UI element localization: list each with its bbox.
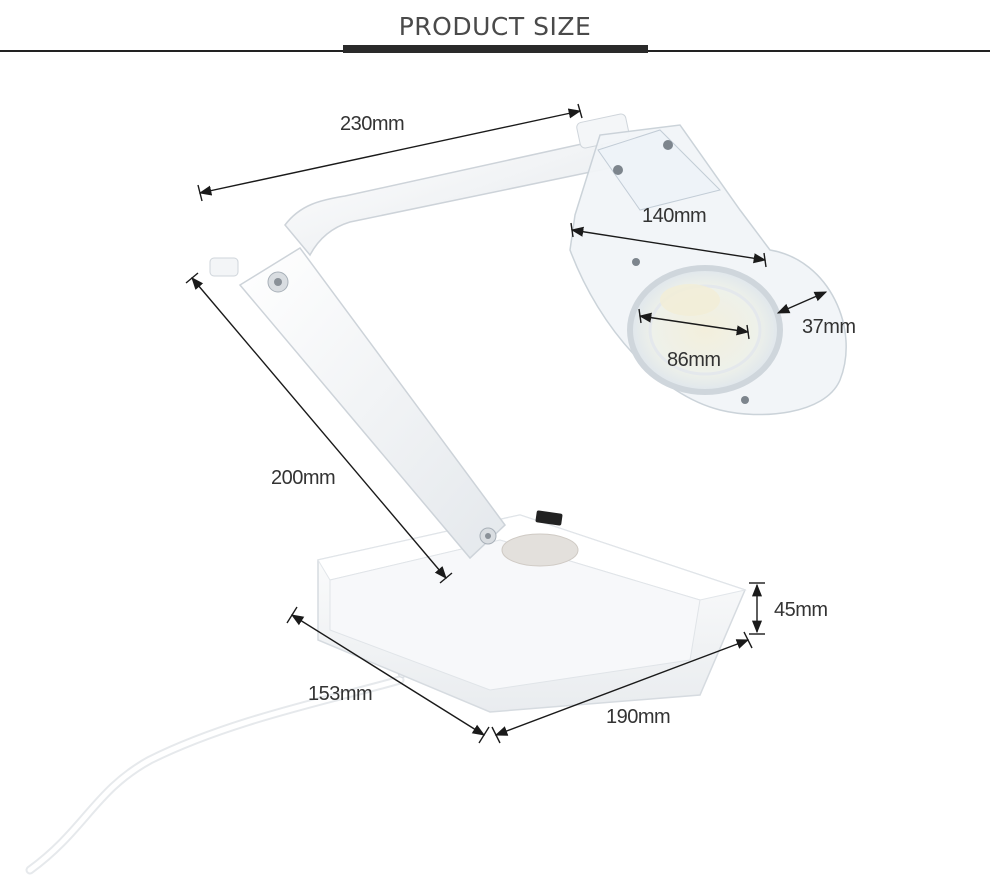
dim-line-head-depth [776,291,828,314]
dim-line-base-width [494,639,750,736]
lower-arm [209,246,506,560]
dim-label-head-depth: 37mm [802,316,856,338]
dim-label-head-width: 140mm [642,205,707,227]
dim-line-lens [638,312,750,336]
dim-label-upper-arm: 230mm [340,113,405,135]
page-title: PRODUCT SIZE [398,12,592,41]
dim-label-lens-diameter: 86mm [667,349,721,371]
dim-label-base-depth: 153mm [308,683,373,705]
power-cord [25,650,436,875]
dim-label-base-width: 190mm [606,706,671,728]
dim-label-base-height: 45mm [774,599,828,621]
dim-line-lower-arm [191,277,447,579]
dim-line-base-depth [290,614,486,736]
dim-line-upper-arm [198,108,582,196]
dim-label-lower-arm: 200mm [271,467,336,489]
dimension-lines [185,103,828,744]
header-accent-bar [343,45,648,53]
dim-line-head-width [570,226,767,264]
